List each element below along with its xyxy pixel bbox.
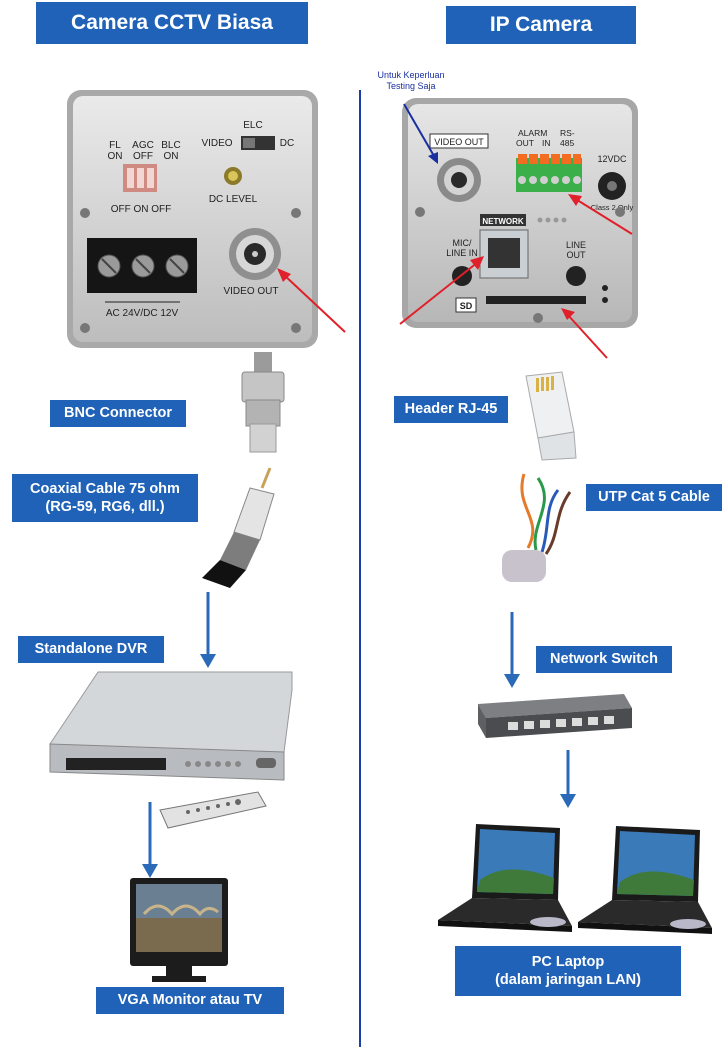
mic-label: MIC/LINE IN — [446, 238, 478, 258]
monitor-image — [130, 878, 228, 982]
utp-cable-image — [502, 473, 572, 582]
dc-label: DC — [280, 138, 294, 149]
network-switch-label: Network Switch — [536, 646, 672, 673]
red-arrow-alarm — [568, 194, 633, 235]
blue-arrow-to-monitor — [142, 802, 158, 878]
blue-arrow-annotation — [403, 103, 438, 164]
network-switch-image — [478, 694, 632, 738]
bnc-connector-image — [241, 352, 285, 453]
header-rj45-label: Header RJ-45 — [394, 396, 508, 423]
remote-control-image — [159, 791, 267, 829]
blue-arrow-to-dvr — [200, 592, 216, 668]
standalone-dvr-label: Standalone DVR — [18, 636, 164, 663]
sd-card-slot — [486, 296, 586, 304]
left-title: Camera CCTV Biasa — [36, 2, 308, 44]
coaxial-cable-label: Coaxial Cable 75 ohm (RG-59, RG6, dll.) — [12, 474, 198, 522]
bnc-connector-label: BNC Connector — [50, 400, 186, 427]
sd-label: SD — [460, 301, 473, 311]
video-out-label: VIDEO OUT — [223, 286, 278, 297]
blue-arrow-to-laptops — [560, 750, 576, 808]
line-out-jack — [566, 266, 586, 286]
right-title: IP Camera — [446, 6, 636, 44]
pc-laptop-label: PC Laptop (dalam jaringan LAN) — [455, 946, 681, 996]
rs485-label: RS-485 — [560, 128, 575, 148]
rj45-plug-image — [525, 371, 577, 461]
off-on-off-label: OFF ON OFF — [111, 204, 172, 215]
ip-power-label: 12VDC — [597, 154, 627, 164]
testing-annotation: Untuk Keperluan Testing Saja — [377, 70, 445, 91]
red-arrow-bnc — [277, 268, 346, 333]
dc-level-label: DC LEVEL — [209, 194, 258, 205]
vga-monitor-label: VGA Monitor atau TV — [96, 987, 284, 1014]
elc-label: ELC — [243, 120, 262, 131]
power-label: AC 24V/DC 12V — [106, 308, 179, 319]
network-label: NETWORK — [482, 217, 524, 226]
dvr-image — [49, 671, 293, 781]
red-arrow-sd — [561, 308, 608, 359]
laptop-image-1 — [438, 824, 572, 932]
red-arrow-network — [399, 256, 484, 325]
center-divider — [359, 90, 361, 1047]
blue-arrow-to-switch — [504, 612, 520, 688]
laptop-image-2 — [578, 826, 712, 934]
utp-cable-label: UTP Cat 5 Cable — [586, 484, 722, 511]
video-label: VIDEO — [201, 138, 232, 149]
screw-icon — [80, 208, 301, 333]
ip-video-out-label: VIDEO OUT — [434, 137, 484, 147]
alarm-in-label: IN — [542, 138, 551, 148]
coaxial-cable-image — [202, 467, 275, 588]
class2-label: Class 2 Only — [591, 203, 634, 212]
